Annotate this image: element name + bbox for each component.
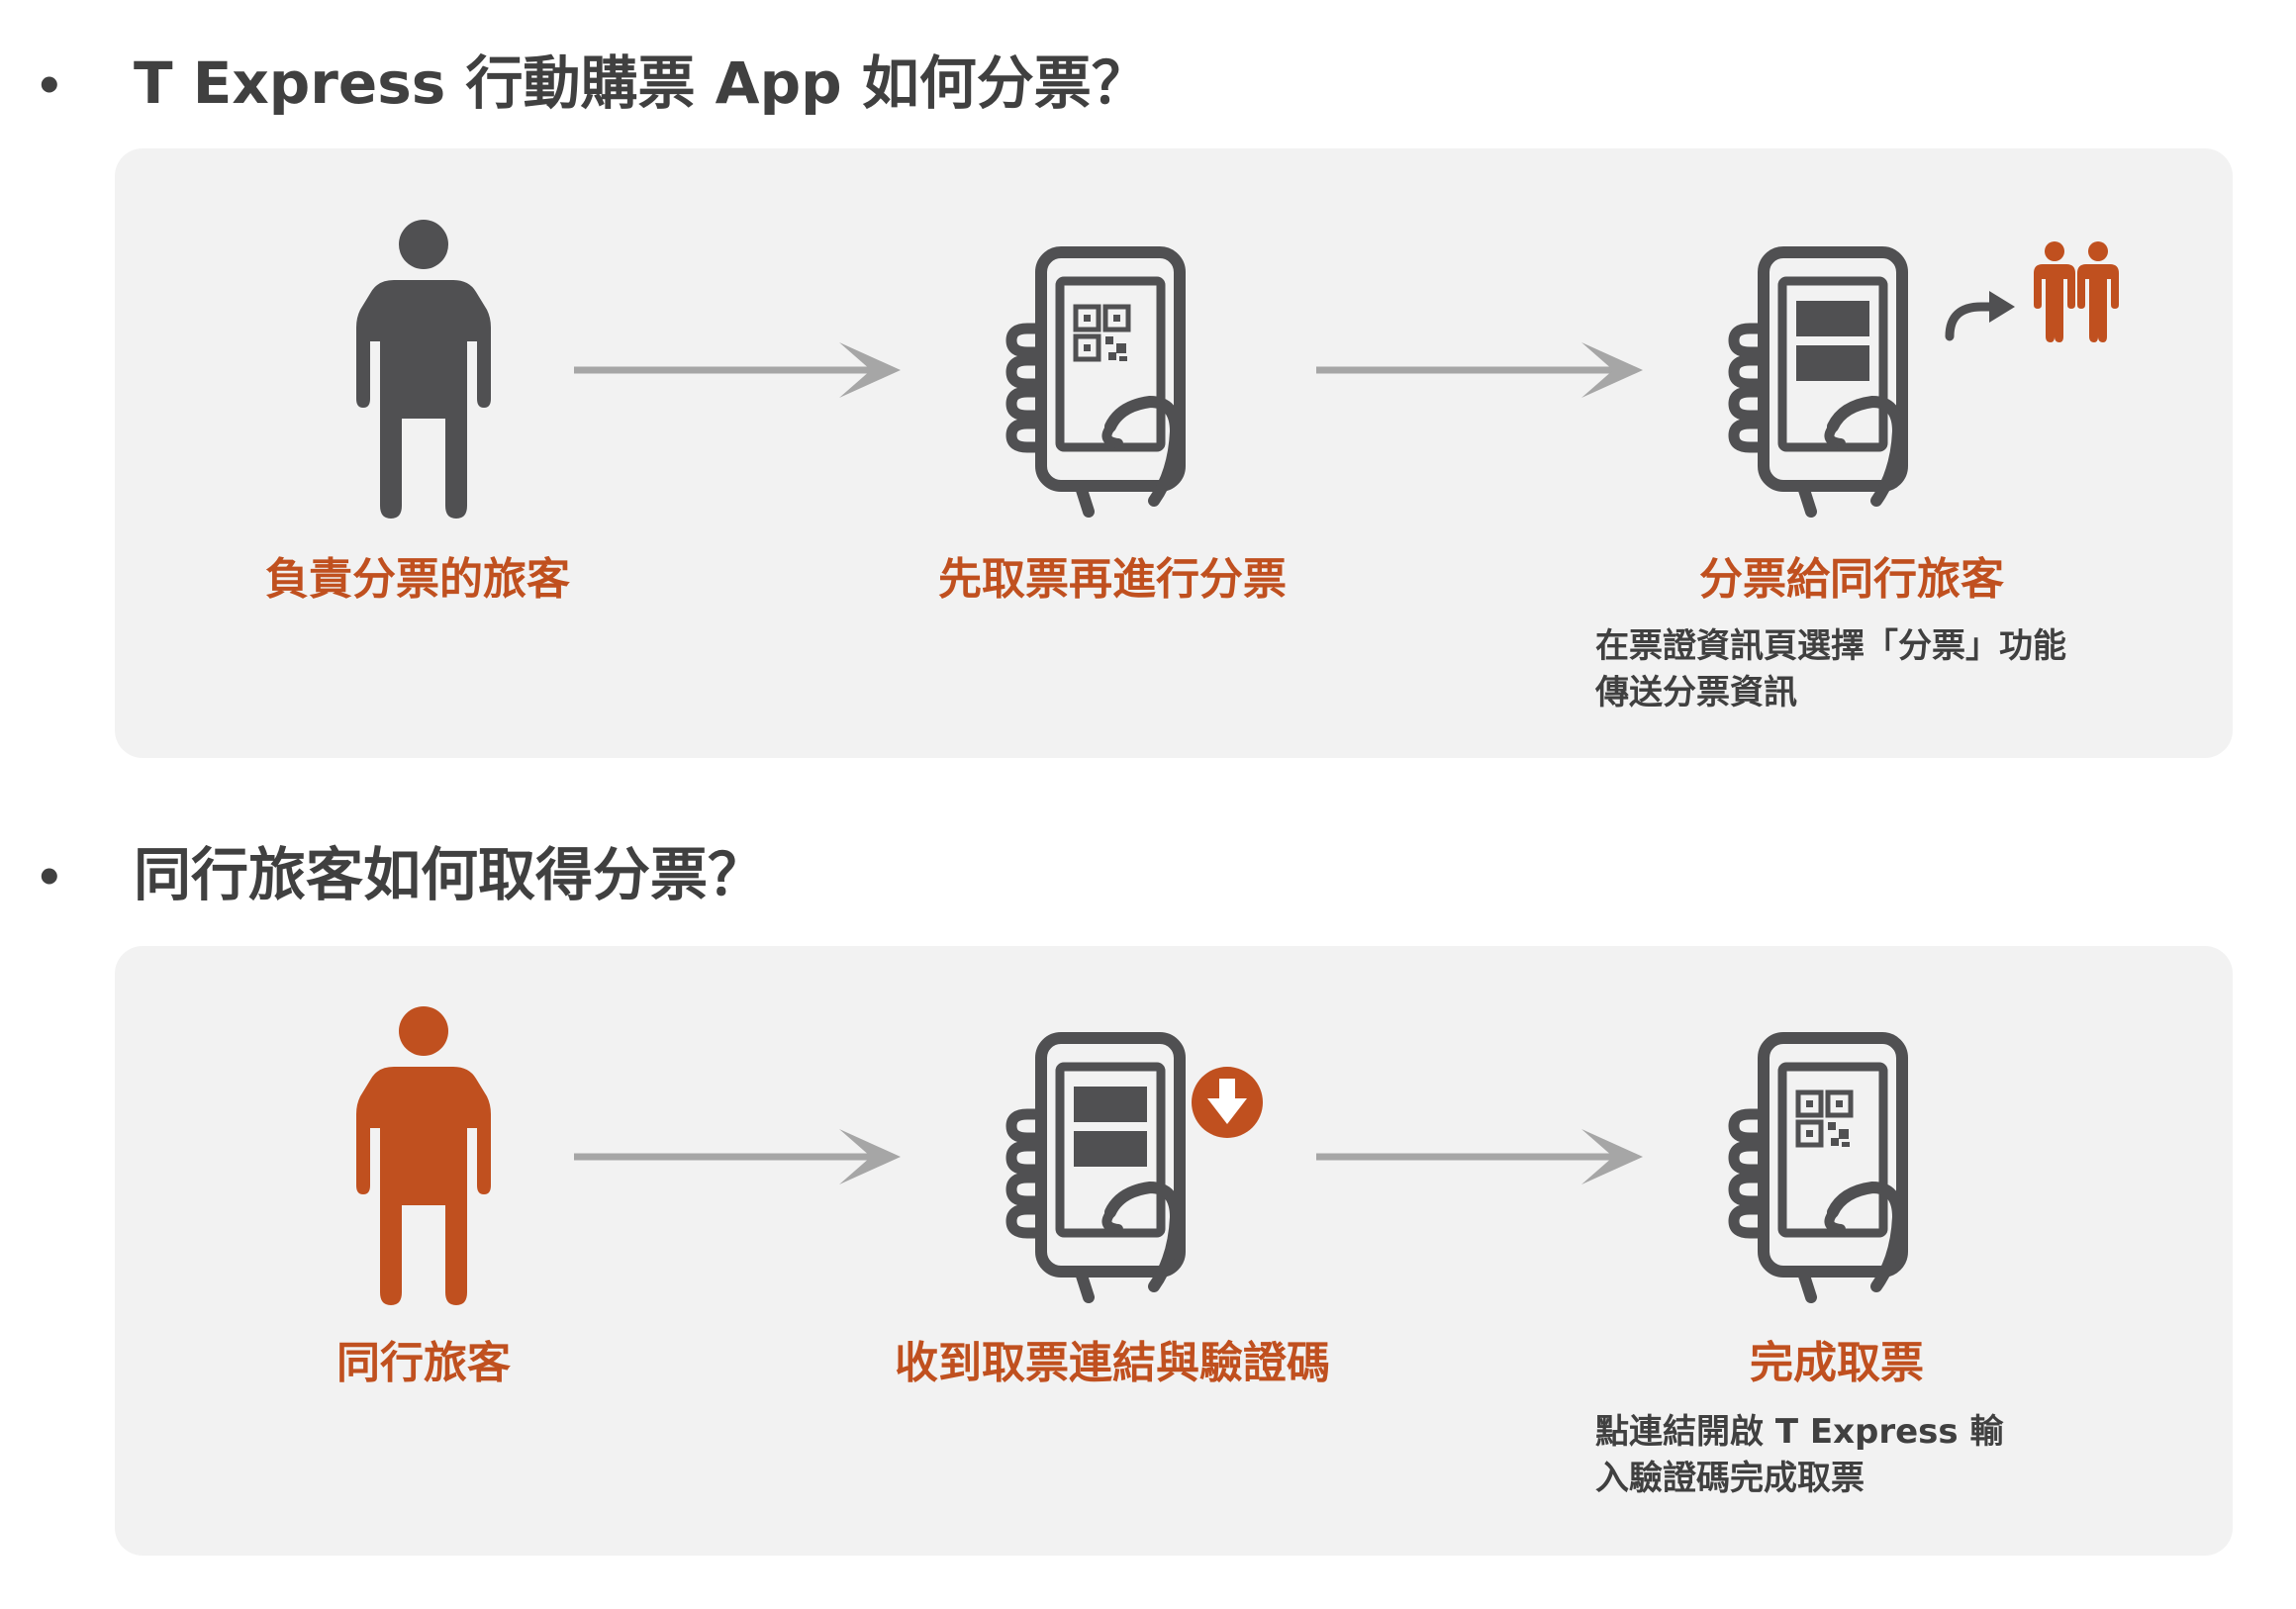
arrow-right-icon [1316,1129,1643,1184]
arrow-right-icon [574,1129,901,1184]
step-description-line-2: 入驗證碼完成取票 [1595,1459,1865,1498]
person-icon [356,1006,491,1305]
arrow-right-icon [1316,342,1643,398]
step-description-line-2: 傳送分票資訊 [1595,673,1797,712]
phone-ticket-icon [1011,1038,1180,1297]
phone-ticket-icon [1734,252,1902,512]
step-label-1: 負責分票的旅客 [265,554,570,605]
phone-qr-icon [1734,1038,1902,1297]
bullet: • [40,52,59,115]
step-description-line-1: 在票證資訊頁選擇「分票」功能 [1595,626,2066,666]
step-description: 點連結開啟 T Express 輸 入驗證碼完成取票 [1595,1409,2004,1502]
step-description: 在票證資訊頁選擇「分票」功能 傳送分票資訊 [1595,623,2066,716]
flow-panel-receive: 同行旅客 收到取票連結與驗證碼 完成取票 點連結開啟 T Express 輸 入… [115,946,2233,1556]
step-label-2: 先取票再進行分票 [938,554,1287,605]
arrow-right-icon [574,342,901,398]
bullet: • [40,844,59,906]
heading-text: T Express 行動購票 App 如何分票？ [134,49,1149,117]
step-label-1: 同行旅客 [336,1338,511,1388]
step-label-2: 收到取票連結與驗證碼 [895,1338,1330,1388]
phone-qr-icon [1011,252,1180,512]
person-icon [356,220,491,519]
flow-diagram-receive [356,1006,2233,1305]
flow-panel-share: 負責分票的旅客 先取票再進行分票 分票給同行旅客 在票證資訊頁選擇「分票」功能 … [115,148,2233,758]
download-icon [1192,1067,1263,1138]
step-description-line-1: 點連結開啟 T Express 輸 [1595,1412,2004,1452]
section-heading-2: •同行旅客如何取得分票？ [40,846,765,904]
section-heading-1: •T Express 行動購票 App 如何分票？ [40,54,1149,113]
step-label-3: 分票給同行旅客 [1699,554,2004,605]
share-arrow-icon [1945,291,2015,341]
heading-text: 同行旅客如何取得分票？ [134,841,766,908]
flow-diagram-share [356,220,2119,519]
step-label-3: 完成取票 [1750,1338,1924,1388]
two-people-icon [2034,241,2119,342]
